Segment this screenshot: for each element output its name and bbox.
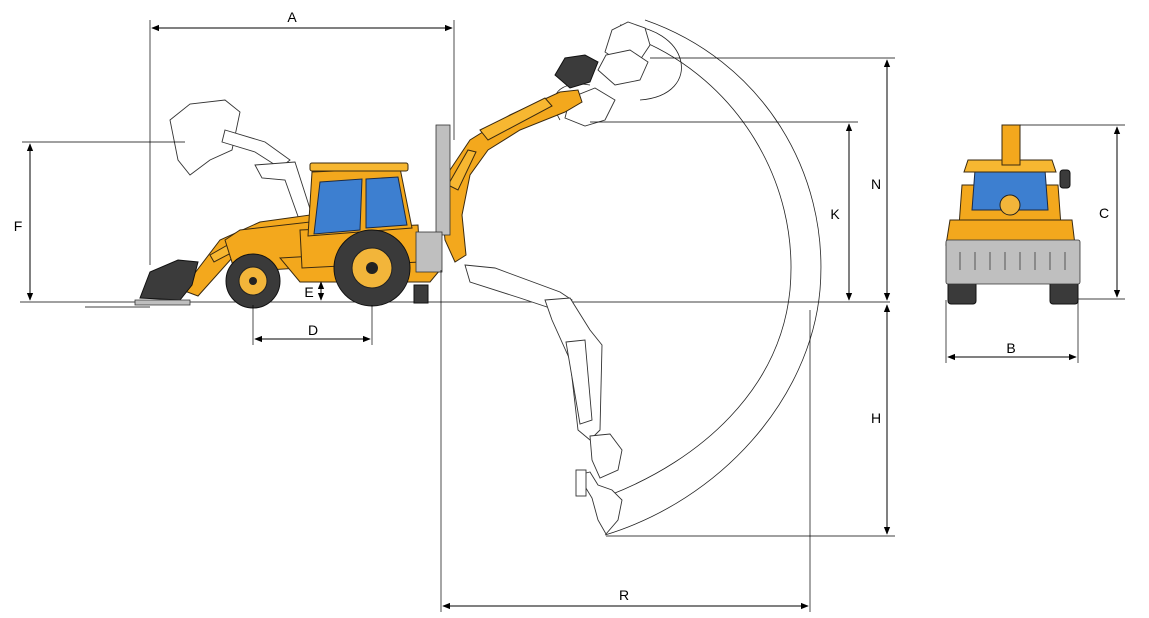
label-k: K [830, 206, 840, 222]
label-c: C [1099, 205, 1109, 221]
label-f: F [14, 218, 23, 234]
front-wheel [225, 253, 281, 309]
dimension-c: C [1020, 124, 1125, 300]
dimension-e: E [304, 281, 325, 301]
ghost-loader-raised [169, 99, 313, 223]
loader-bucket [134, 259, 199, 306]
front-view-machine [945, 124, 1081, 305]
dimension-d: D [252, 305, 373, 345]
label-e: E [304, 284, 313, 300]
dimension-b: B [945, 300, 1079, 363]
label-r: R [619, 587, 629, 603]
label-b: B [1006, 340, 1015, 356]
ghost-bucket-upper [554, 21, 651, 127]
label-h: H [871, 410, 881, 426]
dimension-r: R [440, 270, 811, 612]
label-a: A [287, 9, 297, 25]
label-d: D [308, 322, 318, 338]
dimension-k: K [590, 121, 858, 301]
backhoe-boom [435, 89, 583, 263]
dimension-f: F [14, 141, 185, 301]
rear-wheel [333, 229, 411, 307]
dimension-a: A [149, 9, 455, 265]
label-n: N [871, 176, 881, 192]
dimension-n: N [650, 57, 895, 301]
dimension-h: H [606, 304, 895, 537]
ghost-dig-arm [464, 264, 623, 535]
